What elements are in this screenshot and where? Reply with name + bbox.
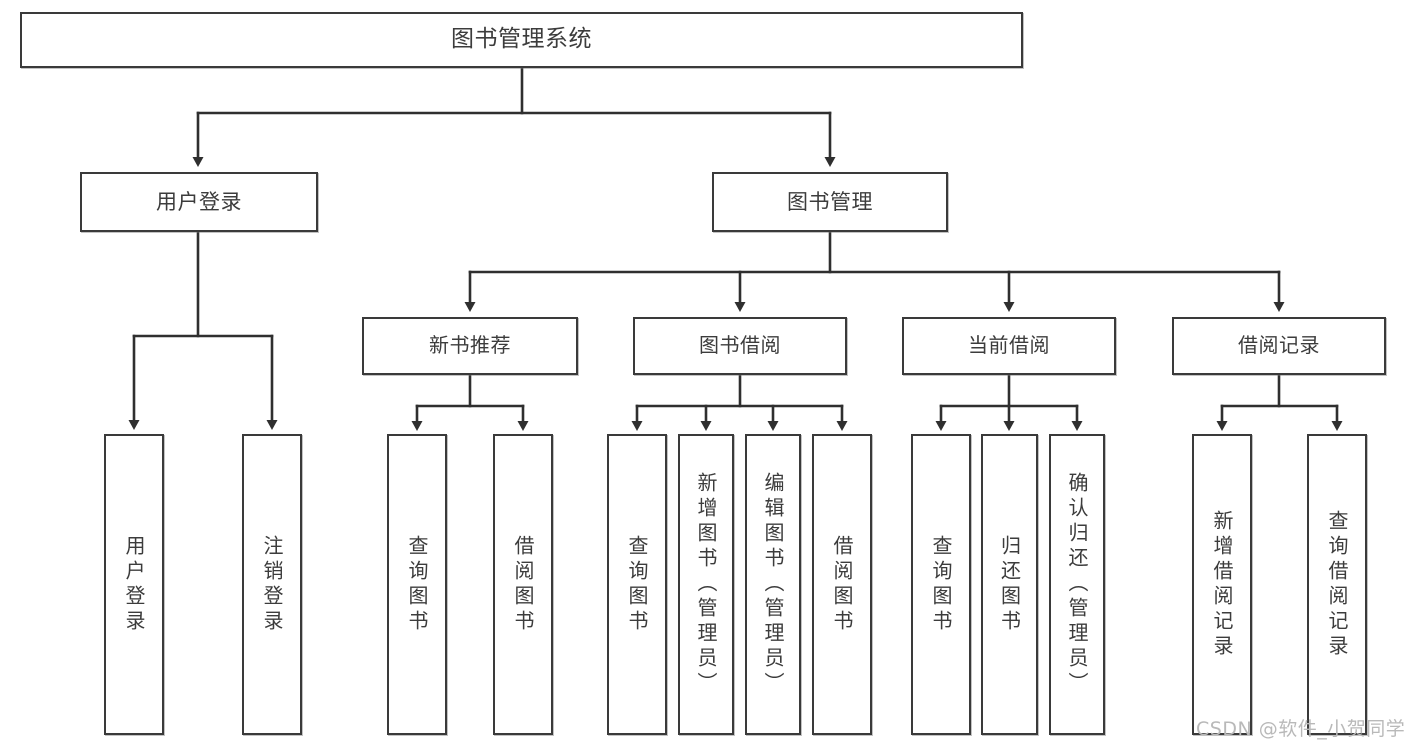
node-root-label: 图书管理系统: [451, 26, 592, 53]
node-leaf-confirm-return[interactable]: 确认归还（管理员）: [1049, 434, 1105, 735]
csdn-watermark: CSDN @软件_小贺同学: [1196, 718, 1405, 740]
node-leaf-query-record-label: 查询借阅记录: [1325, 509, 1349, 660]
node-leaf-query-book-2-label: 查询图书: [625, 534, 649, 635]
node-leaf-query-record[interactable]: 查询借阅记录: [1307, 434, 1367, 735]
node-book-borrow[interactable]: 图书借阅: [633, 317, 847, 375]
node-leaf-query-book-1[interactable]: 查询图书: [387, 434, 447, 735]
node-leaf-user-login[interactable]: 用户登录: [104, 434, 164, 735]
node-user-login-label: 用户登录: [156, 189, 242, 214]
node-leaf-query-book-1-label: 查询图书: [405, 534, 429, 635]
node-leaf-query-book-3[interactable]: 查询图书: [911, 434, 971, 735]
node-leaf-borrow-book-2[interactable]: 借阅图书: [812, 434, 872, 735]
node-leaf-logout-login-label: 注销登录: [260, 534, 284, 635]
node-leaf-borrow-book-1[interactable]: 借阅图书: [493, 434, 553, 735]
node-leaf-add-book-label: 新增图书（管理员）: [694, 472, 718, 697]
node-borrow-record-label: 借阅记录: [1238, 333, 1320, 358]
node-leaf-user-login-label: 用户登录: [122, 534, 146, 635]
node-leaf-query-book-2[interactable]: 查询图书: [607, 434, 667, 735]
node-leaf-borrow-book-1-label: 借阅图书: [511, 534, 535, 635]
node-leaf-query-book-3-label: 查询图书: [929, 534, 953, 635]
node-leaf-edit-book-label: 编辑图书（管理员）: [761, 472, 785, 697]
node-new-book-recommend-label: 新书推荐: [429, 333, 511, 358]
node-leaf-add-book[interactable]: 新增图书（管理员）: [678, 434, 734, 735]
node-book-borrow-label: 图书借阅: [699, 333, 781, 358]
node-leaf-return-book[interactable]: 归还图书: [981, 434, 1038, 735]
node-user-login[interactable]: 用户登录: [80, 172, 318, 232]
node-leaf-return-book-label: 归还图书: [997, 534, 1022, 635]
node-leaf-borrow-book-2-label: 借阅图书: [830, 534, 854, 635]
node-current-borrow-label: 当前借阅: [968, 333, 1050, 358]
node-new-book-recommend[interactable]: 新书推荐: [362, 317, 578, 375]
node-current-borrow[interactable]: 当前借阅: [902, 317, 1116, 375]
node-borrow-record[interactable]: 借阅记录: [1172, 317, 1386, 375]
node-leaf-confirm-return-label: 确认归还（管理员）: [1065, 472, 1089, 697]
node-root[interactable]: 图书管理系统: [20, 12, 1023, 68]
node-book-management-label: 图书管理: [787, 189, 873, 214]
node-book-management[interactable]: 图书管理: [712, 172, 948, 232]
node-leaf-edit-book[interactable]: 编辑图书（管理员）: [745, 434, 801, 735]
node-leaf-add-record-label: 新增借阅记录: [1210, 509, 1234, 660]
node-leaf-logout-login[interactable]: 注销登录: [242, 434, 302, 735]
node-leaf-add-record[interactable]: 新增借阅记录: [1192, 434, 1252, 735]
